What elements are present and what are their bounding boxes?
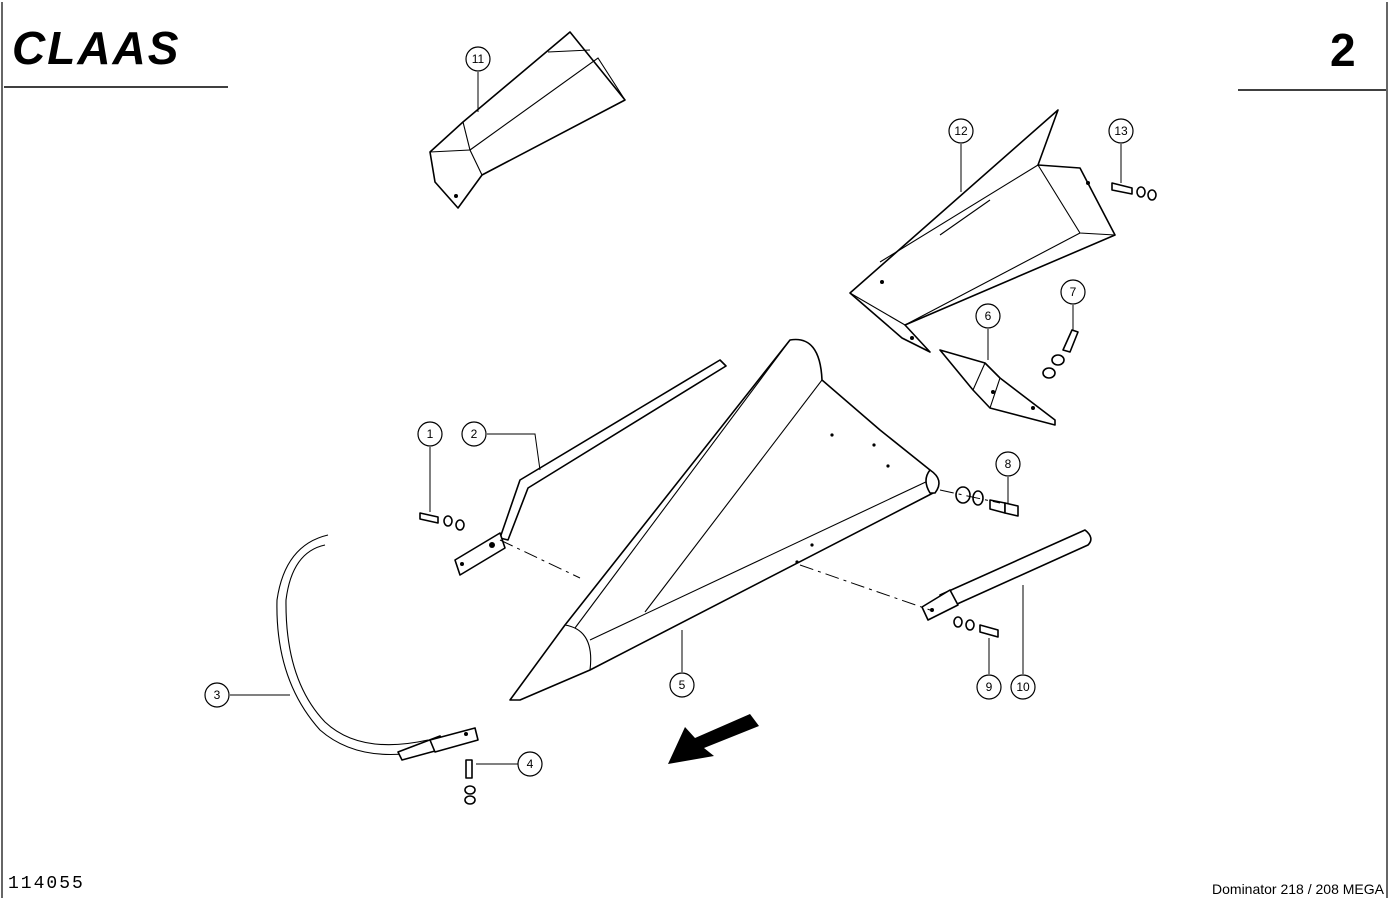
callout-11-label: 11 [472, 52, 485, 66]
part-12-hood [849, 109, 1116, 353]
leader-lines [230, 72, 1122, 765]
callout-13: 13 [1108, 118, 1134, 144]
part-5-divider-body [509, 338, 940, 701]
callout-13-label: 13 [1114, 124, 1128, 138]
part-13-bolt [1111, 182, 1157, 201]
part-8-bolt [955, 486, 1019, 517]
callout-2: 2 [461, 421, 487, 447]
part-9-bolt [953, 616, 999, 638]
direction-arrow-icon [668, 714, 759, 764]
part-2-rod [454, 359, 727, 576]
page-number: 2 [1330, 24, 1356, 76]
callout-1-label: 1 [427, 427, 434, 441]
part-1-bolt [419, 512, 465, 531]
callout-6: 6 [975, 303, 1001, 329]
part-6-bracket [939, 349, 1056, 426]
callout-9: 9 [976, 674, 1002, 700]
callout-5-label: 5 [679, 678, 686, 692]
callout-12: 12 [948, 118, 974, 144]
callout-4-label: 4 [527, 757, 534, 771]
callout-3: 3 [204, 682, 230, 708]
callout-7: 7 [1060, 279, 1086, 305]
part-11-hood [429, 31, 626, 209]
footer: 114055 Dominator 218 / 208 MEGA [8, 874, 1385, 897]
callout-5: 5 [669, 672, 695, 698]
callout-7-label: 7 [1070, 285, 1077, 299]
callout-10-label: 10 [1016, 680, 1030, 694]
brand-logo: CLAAS [12, 22, 180, 74]
callout-3-label: 3 [214, 688, 221, 702]
document-number: 114055 [8, 874, 85, 894]
part-4-bolt [464, 759, 476, 805]
callout-9-label: 9 [986, 680, 993, 694]
callout-4: 4 [517, 751, 543, 777]
assembly-lines [499, 489, 1001, 611]
part-10-rod [921, 529, 1092, 621]
model-name: Dominator 218 / 208 MEGA [1212, 881, 1385, 897]
callout-1: 1 [417, 421, 443, 447]
callout-2-label: 2 [471, 427, 478, 441]
callout-12-label: 12 [954, 124, 968, 138]
callout-8: 8 [995, 451, 1021, 477]
callout-8-label: 8 [1005, 457, 1012, 471]
callout-6-label: 6 [985, 309, 992, 323]
part-7-bolt [1042, 329, 1079, 379]
callout-10: 10 [1010, 674, 1036, 700]
part-3-lifter [276, 534, 479, 761]
callout-11: 11 [465, 46, 491, 72]
